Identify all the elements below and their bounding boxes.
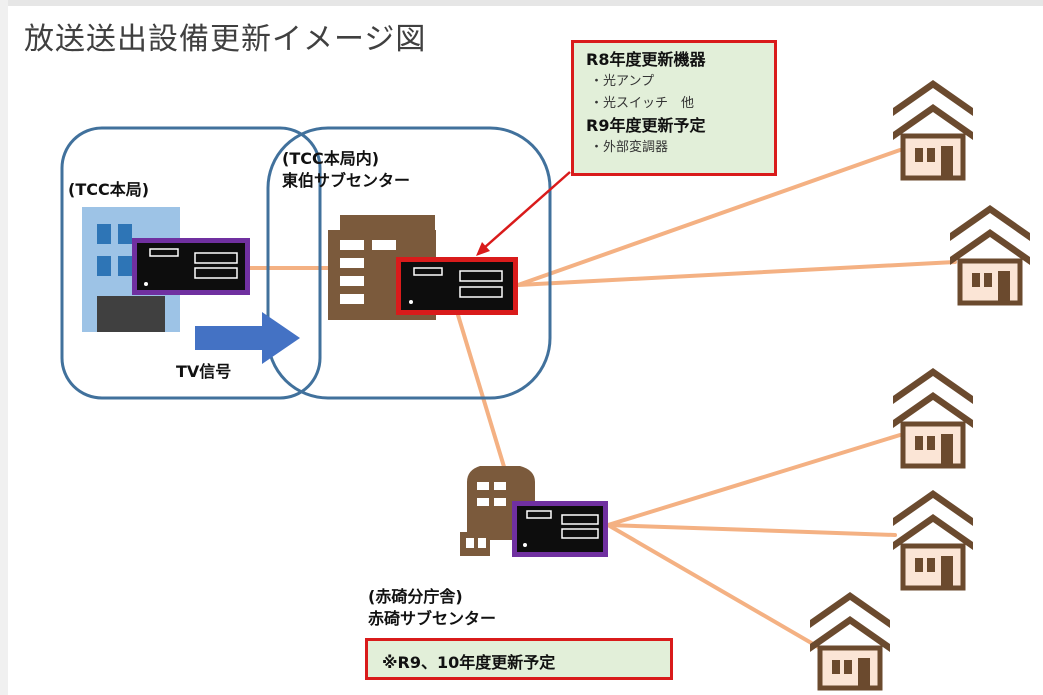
house-icon — [893, 490, 973, 591]
info-item: ・光アンプ — [590, 74, 655, 89]
hq-device-icon — [132, 238, 250, 295]
info-item: ・光スイッチ 他 — [590, 96, 695, 111]
line-sub1-to-house2 — [516, 260, 957, 287]
page-title: 放送送出設備更新イメージ図 — [24, 22, 427, 57]
left-border — [0, 0, 8, 695]
sub1-label-name: 東伯サブセンター — [282, 171, 411, 190]
sub1-label-location: (TCC本局内) — [282, 149, 380, 168]
line-sub2-to-house5 — [606, 523, 822, 650]
tv-signal-label: TV信号 — [176, 362, 232, 381]
info-heading-r9: R9年度更新予定 — [586, 116, 706, 135]
house-icon — [810, 592, 890, 691]
hq-label: (TCC本局) — [68, 180, 150, 199]
line-sub1-to-house1 — [516, 148, 902, 287]
top-border — [0, 0, 1043, 6]
update-info-box: R8年度更新機器 ・光アンプ ・光スイッチ 他 R9年度更新予定 ・外部変調器 — [571, 40, 777, 176]
house-icon — [893, 368, 973, 469]
sub1-device-icon — [396, 257, 518, 315]
sub1-ring — [266, 126, 552, 400]
update-pointer-arrow — [476, 171, 571, 256]
line-sub2-to-house4 — [606, 523, 897, 537]
info-heading-r8: R8年度更新機器 — [586, 50, 706, 69]
tv-signal-arrow — [195, 312, 300, 364]
house-icon — [893, 80, 973, 181]
schedule-note-box: ※R9、10年度更新予定 — [365, 638, 673, 680]
house-icon — [950, 205, 1030, 306]
info-item: ・外部変調器 — [590, 140, 669, 155]
sub2-device-icon — [512, 501, 608, 557]
hq-ring — [60, 126, 322, 400]
connection-lines — [248, 148, 957, 650]
sub2-label-location: (赤碕分庁舎) — [368, 587, 463, 606]
line-sub1-to-sub2 — [456, 313, 507, 472]
sub2-label-name: 赤碕サブセンター — [368, 609, 497, 628]
line-sub2-to-house3 — [606, 433, 902, 527]
